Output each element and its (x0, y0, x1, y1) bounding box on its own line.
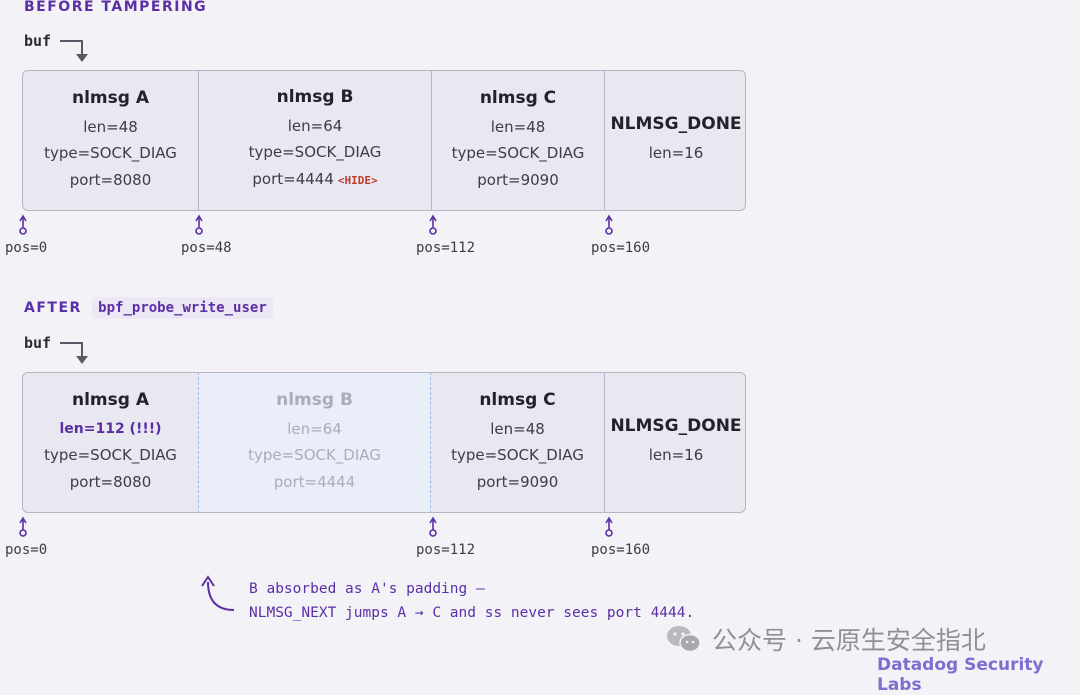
cell-type: type=SOCK_DIAG (44, 446, 177, 465)
pos-label: pos=0 (5, 542, 48, 558)
function-name-chip: bpf_probe_write_user (92, 297, 273, 319)
after-nlmsg-c: nlmsg C len=48 type=SOCK_DIAG port=9090 (431, 373, 604, 512)
pos-label: pos=160 (591, 542, 651, 558)
cell-port: port=8080 (69, 170, 152, 189)
cell-len: len=48 (490, 117, 546, 136)
after-buffer-row: nlmsg A len=112 (!!!) type=SOCK_DIAG por… (22, 372, 746, 513)
cell-title: nlmsg A (71, 389, 149, 410)
cell-port: port=4444 (252, 169, 334, 188)
cell-title: nlmsg A (71, 87, 149, 108)
cell-port: port=8080 (69, 472, 152, 491)
cell-type: type=SOCK_DIAG (248, 446, 381, 465)
before-buffer-row: nlmsg A len=48 type=SOCK_DIAG port=8080 … (22, 70, 746, 211)
cell-title: nlmsg C (479, 389, 556, 410)
cell-port: port=9090 (477, 170, 559, 189)
cell-type: type=SOCK_DIAG (451, 144, 585, 163)
wechat-account-name: 公众号 · 云原生安全指北 (712, 626, 986, 655)
cell-title: nlmsg B (276, 86, 354, 107)
cell-len-tampered: len=112 (!!!) (59, 420, 162, 437)
cell-len: len=16 (648, 144, 704, 163)
pos-label: pos=112 (416, 542, 476, 558)
cell-type: type=SOCK_DIAG (248, 143, 382, 162)
cell-title: NLMSG_DONE (610, 114, 742, 135)
cell-port: port=9090 (476, 472, 559, 491)
after-nlmsg-b-absorbed: nlmsg B len=64 type=SOCK_DIAG port=4444 (198, 373, 431, 512)
before-nlmsg-a: nlmsg A len=48 type=SOCK_DIAG port=8080 (23, 71, 198, 210)
pos-marker-icon (195, 214, 203, 235)
before-nlmsg-c: nlmsg C len=48 type=SOCK_DIAG port=9090 (431, 71, 604, 210)
pos-label: pos=112 (416, 240, 476, 256)
buf-label: buf (24, 334, 52, 352)
wechat-icon (667, 626, 701, 653)
pos-marker-icon (605, 516, 613, 537)
pos-label: pos=0 (5, 240, 48, 256)
cell-title: nlmsg B (276, 389, 353, 410)
before-nlmsg-b: nlmsg B len=64 type=SOCK_DIAG port=4444<… (198, 71, 431, 210)
cell-len: len=48 (83, 117, 138, 136)
brand-watermark: Datadog Security Labs (877, 655, 1044, 695)
pos-label: pos=48 (181, 240, 232, 256)
buf-pointer-arrow-icon (60, 40, 88, 62)
explanation-note: B absorbed as A's padding — NLMSG_NEXT j… (249, 577, 694, 625)
buf-label: buf (24, 32, 52, 50)
cell-type: type=SOCK_DIAG (44, 144, 177, 163)
cell-port-line: port=4444<HIDE> (252, 166, 377, 195)
cell-port: port=4444 (273, 472, 356, 491)
pos-marker-icon (429, 214, 437, 235)
after-nlmsg-done: NLMSG_DONE len=16 (604, 373, 745, 512)
pos-marker-icon (429, 516, 437, 537)
cell-type: type=SOCK_DIAG (451, 446, 584, 465)
pos-label: pos=160 (591, 240, 651, 256)
hide-tag-badge: <HIDE> (337, 173, 378, 187)
curved-arrow-icon (201, 575, 235, 611)
cell-len: len=48 (490, 419, 545, 438)
after-label-text: AFTER (24, 300, 82, 316)
wechat-watermark: 公众号 · 云原生安全指北 (664, 621, 986, 657)
pos-marker-icon (605, 214, 613, 235)
before-section-label: BEFORE TAMPERING (24, 0, 208, 15)
cell-title: NLMSG_DONE (610, 416, 742, 437)
cell-len: len=64 (287, 116, 343, 135)
cell-len: len=16 (648, 446, 704, 465)
cell-title: nlmsg C (479, 87, 557, 108)
after-nlmsg-a: nlmsg A len=112 (!!!) type=SOCK_DIAG por… (23, 373, 198, 512)
note-line: B absorbed as A's padding — (249, 581, 485, 597)
after-section-label: AFTER bpf_probe_write_user (24, 297, 273, 319)
pos-marker-icon (19, 516, 27, 537)
before-nlmsg-done: NLMSG_DONE len=16 (604, 71, 745, 210)
cell-len: len=64 (287, 419, 342, 438)
note-line: NLMSG_NEXT jumps A → C and ss never sees… (249, 605, 695, 621)
buf-pointer-arrow-icon (60, 342, 88, 364)
pos-marker-icon (19, 214, 27, 235)
